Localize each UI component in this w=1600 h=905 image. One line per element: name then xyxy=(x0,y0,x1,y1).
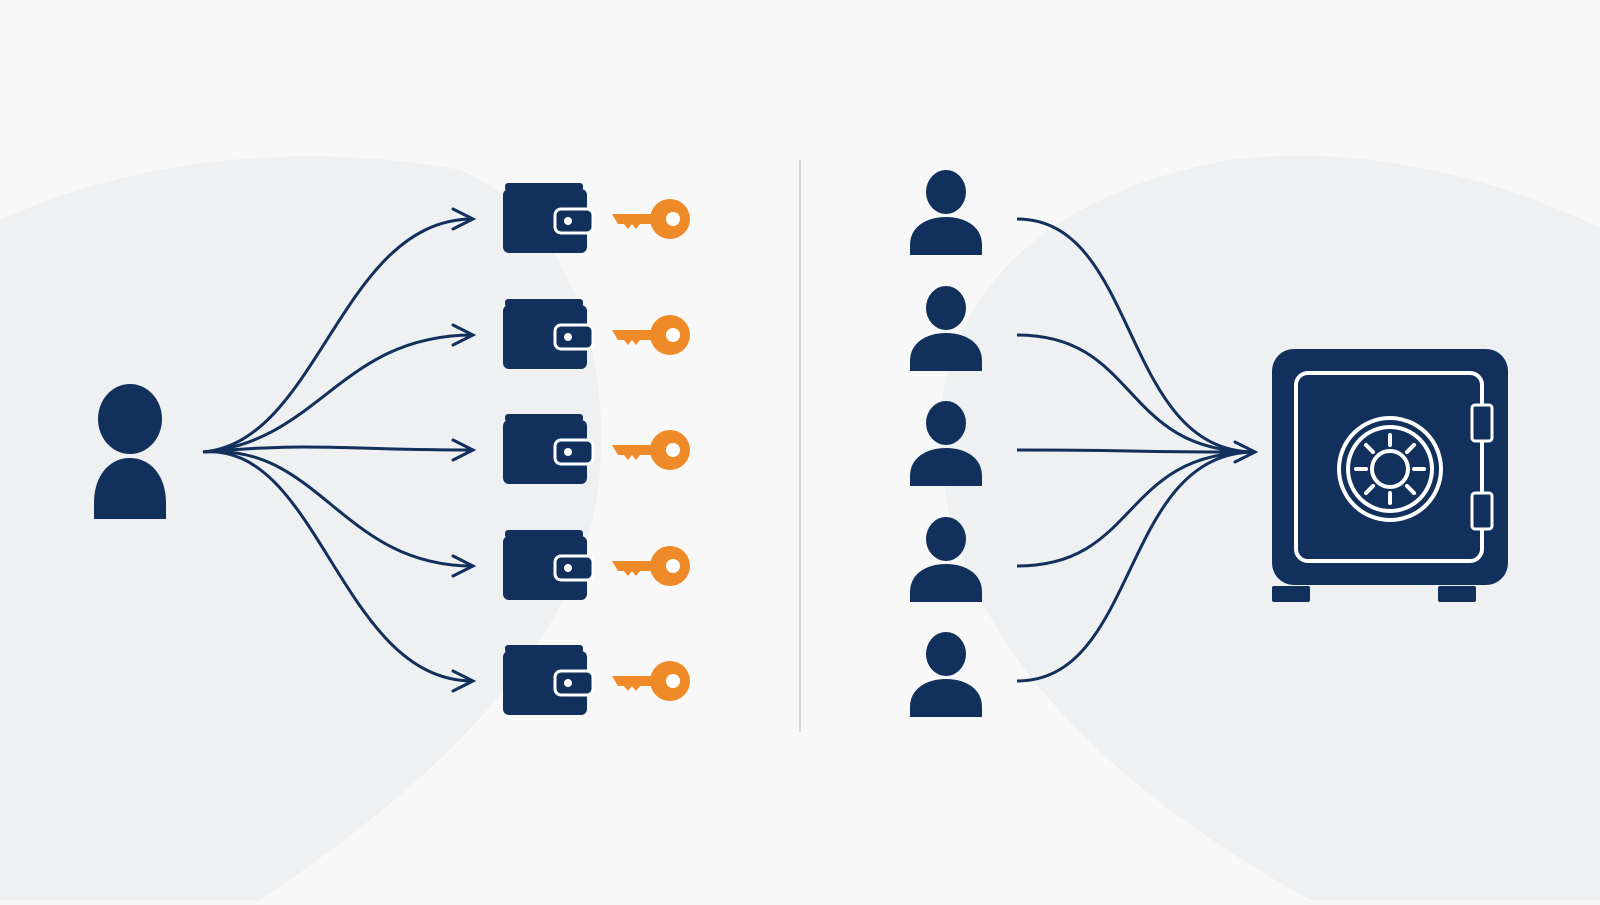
arrow-to-wallet xyxy=(202,445,474,454)
arrow-to-safe xyxy=(1016,448,1256,454)
wallet-icon xyxy=(503,414,595,486)
arrow-head xyxy=(451,554,477,578)
background-blob-right xyxy=(939,155,1600,900)
left-arrows-group xyxy=(202,207,477,693)
arrow-head xyxy=(451,669,477,693)
arrow-head xyxy=(451,438,477,462)
arrow-to-wallet xyxy=(202,217,474,454)
wallet-icon xyxy=(503,299,595,371)
wallet-icon xyxy=(503,645,595,717)
key-icon xyxy=(612,546,690,586)
person-icon xyxy=(910,170,982,255)
safe-icon xyxy=(1272,349,1508,602)
key-icon xyxy=(612,430,690,470)
arrow-to-wallet xyxy=(202,333,474,454)
background-blob-left xyxy=(0,156,602,901)
wallet-icon xyxy=(503,530,595,602)
arrow-to-safe xyxy=(1016,333,1256,454)
key-icon xyxy=(612,661,690,701)
key-icon xyxy=(612,315,690,355)
key-icon xyxy=(612,199,690,239)
arrow-to-safe xyxy=(1016,450,1256,568)
arrow-head xyxy=(451,323,477,347)
arrow-head xyxy=(451,207,477,231)
arrow-to-safe xyxy=(1016,450,1256,683)
arrow-head xyxy=(1233,440,1259,464)
wallet-icon xyxy=(503,183,595,255)
arrow-to-safe xyxy=(1016,217,1256,454)
arrow-to-wallet xyxy=(202,450,474,683)
person-icon xyxy=(910,632,982,717)
right-arrows-group xyxy=(1016,217,1259,683)
arrow-to-wallet xyxy=(202,449,474,568)
